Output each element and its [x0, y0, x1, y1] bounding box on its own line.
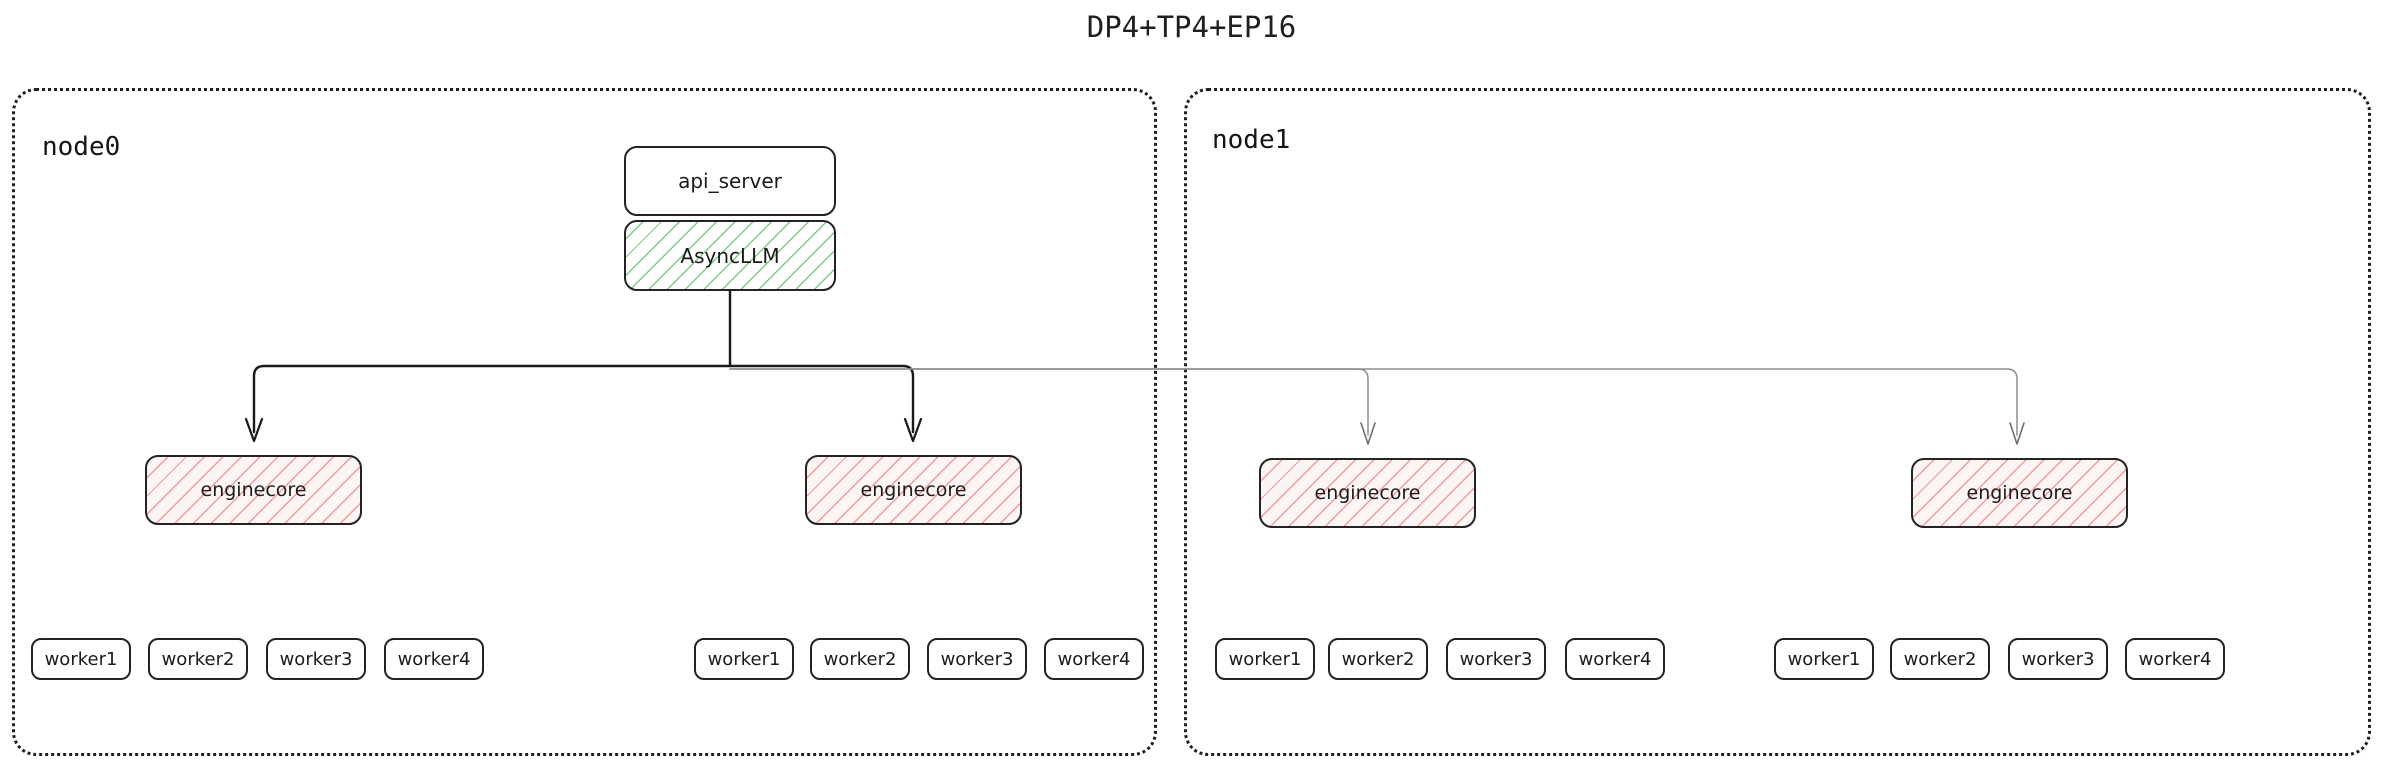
cluster-node1-label: node1 — [1212, 125, 1291, 155]
box-node1-ec1-worker2[interactable]: worker2 — [1890, 638, 1990, 680]
box-node0-ec1-worker4[interactable]: worker4 — [1044, 638, 1144, 680]
box-api-server[interactable]: api_server — [624, 146, 836, 216]
box-node0-ec1-worker3[interactable]: worker3 — [927, 638, 1027, 680]
box-node0-ec0-worker1[interactable]: worker1 — [31, 638, 131, 680]
box-node0-ec1-worker2[interactable]: worker2 — [810, 638, 910, 680]
box-node0-enginecore-1[interactable]: enginecore — [805, 455, 1022, 525]
box-node0-ec0-worker3[interactable]: worker3 — [266, 638, 366, 680]
box-asyncllm[interactable]: AsyncLLM — [624, 220, 836, 291]
box-node1-ec0-worker2[interactable]: worker2 — [1328, 638, 1428, 680]
page-title: DP4+TP4+EP16 — [1086, 10, 1297, 44]
cluster-node0-label: node0 — [42, 132, 121, 162]
box-node1-ec1-worker3[interactable]: worker3 — [2008, 638, 2108, 680]
box-node1-ec1-worker4[interactable]: worker4 — [2125, 638, 2225, 680]
box-node1-ec0-worker4[interactable]: worker4 — [1565, 638, 1665, 680]
box-node1-ec1-worker1[interactable]: worker1 — [1774, 638, 1874, 680]
box-node0-ec0-worker4[interactable]: worker4 — [384, 638, 484, 680]
box-node1-ec0-worker1[interactable]: worker1 — [1215, 638, 1315, 680]
box-node1-ec0-worker3[interactable]: worker3 — [1446, 638, 1546, 680]
box-node0-enginecore-0[interactable]: enginecore — [145, 455, 362, 525]
box-node0-ec0-worker2[interactable]: worker2 — [148, 638, 248, 680]
box-node1-enginecore-0[interactable]: enginecore — [1259, 458, 1476, 528]
box-node1-enginecore-1[interactable]: enginecore — [1911, 458, 2128, 528]
box-node0-ec1-worker1[interactable]: worker1 — [694, 638, 794, 680]
